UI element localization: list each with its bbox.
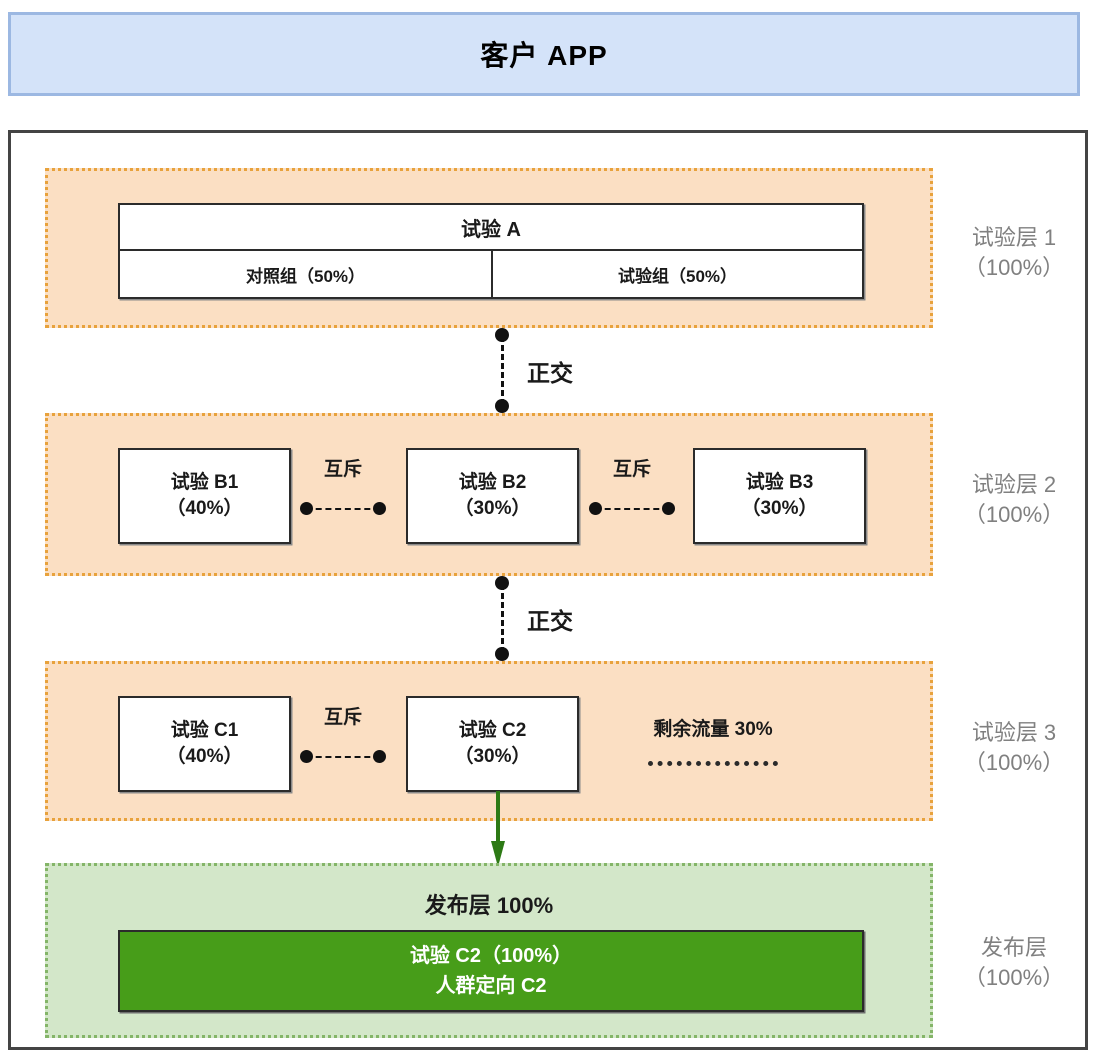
mutex-connector-b2-b3-label: 互斥 (612, 459, 651, 480)
orthogonal-connector-1: 正交 (489, 328, 629, 413)
remaining-traffic-label: 剩余流量 30% (653, 719, 773, 740)
mutex-connector-b2-b3-dot-left (589, 502, 602, 515)
orthogonal-connector-2-dot-top (495, 576, 509, 590)
orthogonal-connector-2-line (501, 584, 504, 653)
experiment-a-box[interactable]: 试验 A 对照组（50%） 试验组（50%） (118, 203, 864, 299)
experiment-box-b3[interactable]: 试验 B3 （30%） (693, 448, 866, 544)
orthogonal-connector-1-label: 正交 (527, 359, 573, 386)
experiment-a-treatment-group[interactable]: 试验组（50%） (491, 251, 862, 297)
experiment-box-b1-traffic: （40%） (166, 498, 243, 519)
experiment-a-title: 试验 A (120, 205, 862, 251)
remaining-traffic-note: 剩余流量 30% (593, 714, 833, 766)
mutex-connector-c1-c2-line (306, 756, 380, 758)
experiment-box-b1[interactable]: 试验 B1 （40%） (118, 448, 291, 544)
orthogonal-connector-2-label: 正交 (527, 607, 573, 634)
experiment-box-b1-name: 试验 B1 (170, 472, 239, 493)
mutex-connector-c1-c2: 互斥 (298, 696, 388, 792)
app-header: 客户 APP (8, 12, 1080, 96)
mutex-connector-b1-b2: 互斥 (298, 448, 388, 544)
release-layer-caption: 发布层 （100%） (943, 933, 1085, 993)
mutex-connector-b1-b2-label: 互斥 (323, 459, 362, 480)
mutex-connector-b2-b3-dot-right (662, 502, 675, 515)
mutex-connector-b2-b3-line (595, 508, 669, 510)
layer-1-caption-line1: 试验层 1 (971, 225, 1057, 250)
experiment-layer-2-band: 试验 B1 （40%） 互斥 试验 B2 （30%） 互斥 试验 B3 （30%… (45, 413, 933, 576)
orthogonal-connector-1-dot-bottom (495, 399, 509, 413)
layer-2-caption-line2: （100%） (963, 502, 1065, 527)
experiment-box-b2[interactable]: 试验 B2 （30%） (406, 448, 579, 544)
experiment-box-b2-traffic: （30%） (454, 498, 531, 519)
layer-2-caption-line1: 试验层 2 (971, 472, 1057, 497)
experiment-box-c2-name: 试验 C2 (458, 720, 527, 741)
layer-3-caption-line2: （100%） (963, 750, 1065, 775)
orthogonal-connector-2-dot-bottom (495, 647, 509, 661)
mutex-connector-c1-c2-dot-right (373, 750, 386, 763)
release-flow-arrow-shaft (496, 791, 500, 847)
mutex-connector-b1-b2-dot-left (300, 502, 313, 515)
release-layer-caption-line2: （100%） (963, 965, 1065, 990)
app-header-title: 客户 APP (480, 40, 608, 71)
experiment-a-groups: 对照组（50%） 试验组（50%） (120, 251, 862, 297)
experiment-a-control-group[interactable]: 对照组（50%） (245, 266, 366, 286)
orthogonal-connector-1-line (501, 336, 504, 405)
mutex-connector-c1-c2-dot-left (300, 750, 313, 763)
release-layer-title: 发布层 100% (424, 893, 554, 918)
diagram-frame: 试验 A 对照组（50%） 试验组（50%） 试验层 1 （100%） 正交 试… (8, 130, 1088, 1050)
orthogonal-connector-1-dot-top (495, 328, 509, 342)
layer-1-caption: 试验层 1 （100%） (943, 223, 1085, 283)
experiment-box-c2[interactable]: 试验 C2 （30%） (406, 696, 579, 792)
experiment-box-b2-name: 试验 B2 (458, 472, 527, 493)
remaining-traffic-dotted-line (648, 761, 778, 766)
release-audience-targeting: 人群定向 C2 (435, 975, 547, 997)
experiment-box-c1-traffic: （40%） (166, 746, 243, 767)
experiment-layer-3-band: 试验 C1 （40%） 互斥 试验 C2 （30%） 剩余流量 30% (45, 661, 933, 821)
layer-2-caption: 试验层 2 （100%） (943, 470, 1085, 530)
mutex-connector-b1-b2-dot-right (373, 502, 386, 515)
experiment-box-c1-name: 试验 C1 (170, 720, 239, 741)
release-experiment-box[interactable]: 试验 C2（100%） 人群定向 C2 (118, 930, 864, 1012)
mutex-connector-c1-c2-label: 互斥 (323, 707, 362, 728)
release-layer-band: 发布层 100% 试验 C2（100%） 人群定向 C2 (45, 863, 933, 1038)
experiment-box-b3-name: 试验 B3 (745, 472, 814, 493)
experiment-box-b3-traffic: （30%） (741, 498, 818, 519)
release-layer-caption-line1: 发布层 (980, 935, 1047, 960)
layer-1-caption-line2: （100%） (963, 255, 1065, 280)
experiment-layer-1-band: 试验 A 对照组（50%） 试验组（50%） (45, 168, 933, 328)
layer-3-caption: 试验层 3 （100%） (943, 718, 1085, 778)
experiment-box-c2-traffic: （30%） (454, 746, 531, 767)
release-flow-arrow-icon (491, 791, 505, 867)
layer-3-caption-line1: 试验层 3 (971, 720, 1057, 745)
orthogonal-connector-2: 正交 (489, 576, 629, 661)
mutex-connector-b1-b2-line (306, 508, 380, 510)
mutex-connector-b2-b3: 互斥 (587, 448, 677, 544)
release-flow-arrow-head (491, 841, 505, 867)
release-experiment-name: 试验 C2（100%） (409, 945, 573, 967)
experiment-box-c1[interactable]: 试验 C1 （40%） (118, 696, 291, 792)
